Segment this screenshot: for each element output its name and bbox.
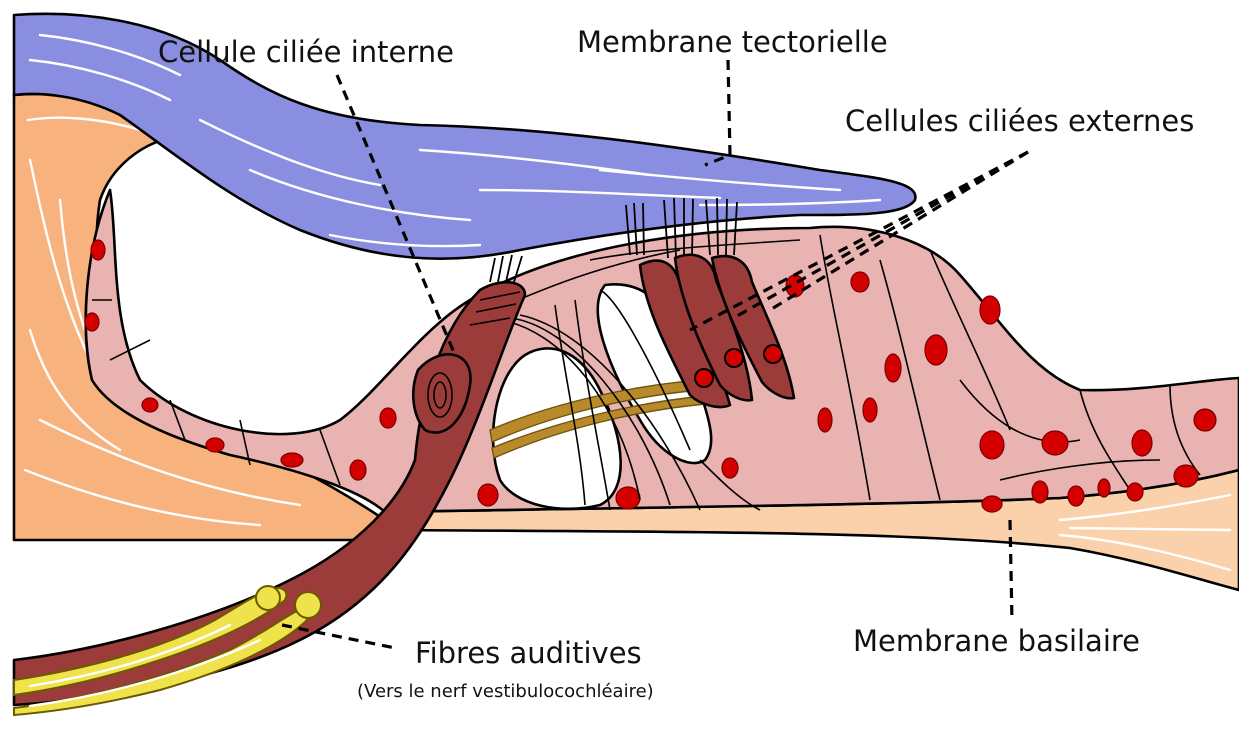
label-inner-hair-cell: Cellule ciliée interne [158,35,454,69]
label-auditory-fibers: Fibres auditives [415,636,642,670]
label-basilar-membrane: Membrane basilaire [853,624,1140,658]
label-auditory-fibers-note: (Vers le nerf vestibulocochléaire) [357,681,654,702]
label-tectorial-membrane: Membrane tectorielle [577,25,888,59]
leader-tectorial-membrane [705,60,730,165]
label-outer-hair-cells: Cellules ciliées externes [845,104,1194,138]
